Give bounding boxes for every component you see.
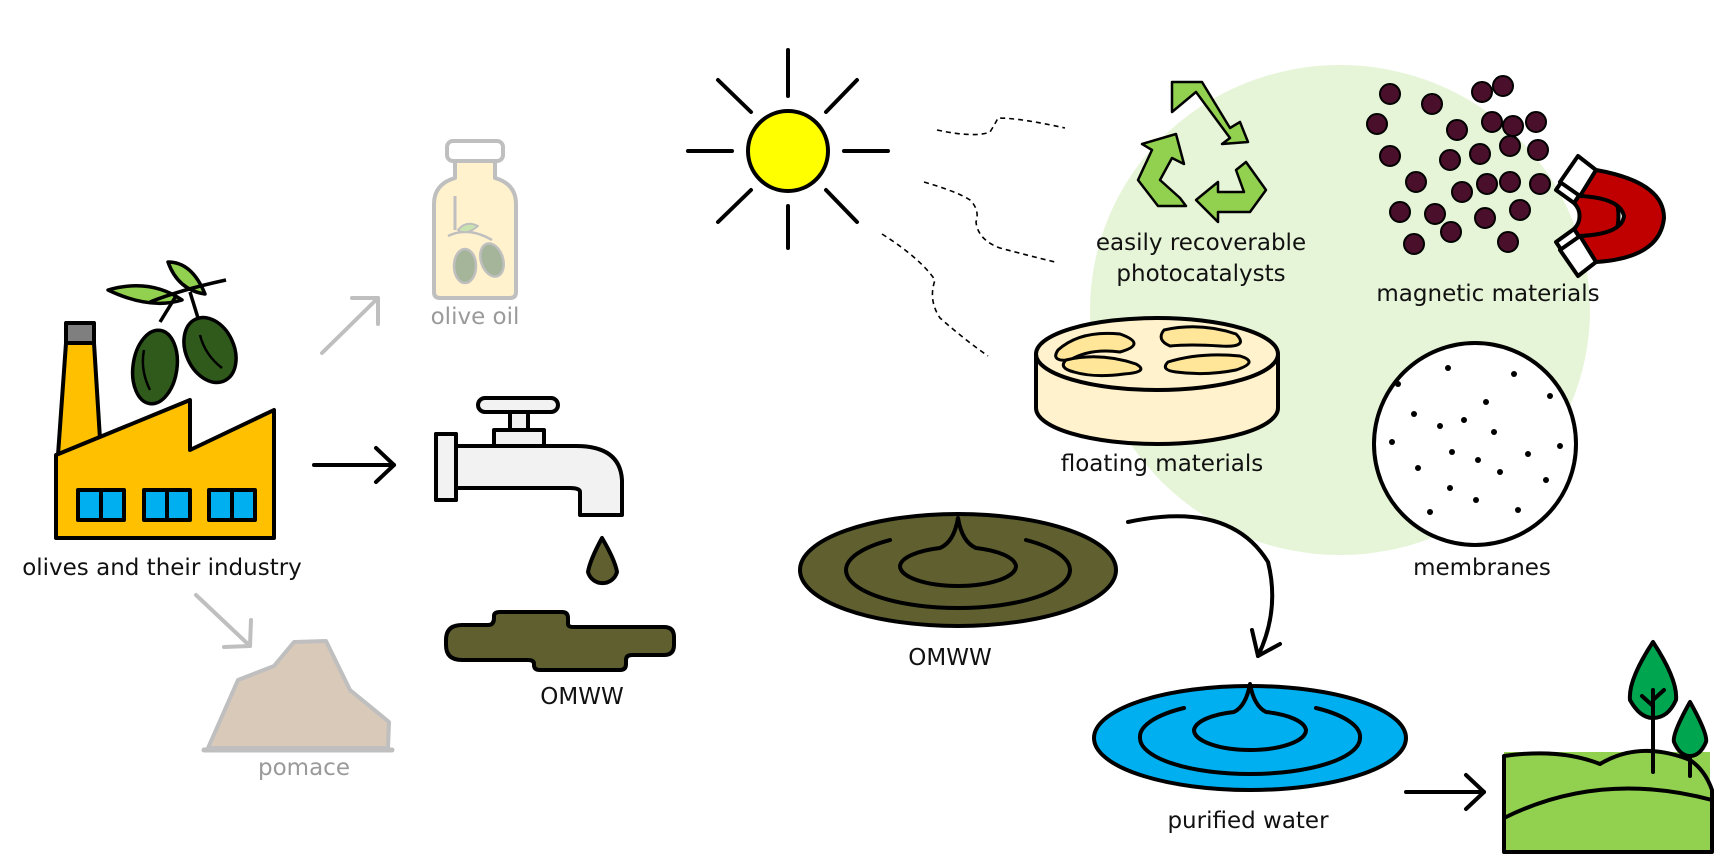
floating-label: floating materials [1061,451,1264,477]
membranes-label: membranes [1413,555,1551,581]
recycle-icon [1136,80,1268,224]
light-rays [881,117,1066,357]
olive-branch-icon [106,260,238,406]
omww-spill-icon [444,610,676,672]
omww-puddle-icon [798,512,1118,628]
olive-oil-label: olive oil [431,304,520,330]
pomace-label: pomace [258,755,350,781]
sun-icon [686,48,890,250]
magnetic-particles-icon [1366,75,1551,255]
magnetic-label: magnetic materials [1376,281,1599,307]
omww-tap-label: OMWW [540,684,623,710]
magnet-icon [1554,154,1666,278]
purified-water-icon [1092,682,1408,792]
membrane-icon [1372,341,1578,547]
pomace-icon [201,639,395,753]
arrow-to-landscape [1404,773,1486,811]
floating-materials-icon [1034,316,1280,446]
arrow-to-pomace [194,593,253,649]
arrow-to-olive-oil [320,296,380,355]
tap-icon [434,396,624,517]
olive-oil-bottle-icon [432,139,518,300]
purified-water-label: purified water [1167,808,1329,834]
omww-drop-icon [586,536,619,586]
landscape-icon [1502,640,1714,854]
arrow-to-tap [312,446,396,484]
recoverable-label-line1: easily recoverable [1096,230,1306,256]
factory-icon [54,321,276,540]
industry-label: olives and their industry [22,555,302,581]
arrow-to-purified-water [1126,514,1282,658]
omww-puddle-label: OMWW [908,645,991,671]
recoverable-label-line2: photocatalysts [1116,261,1285,287]
